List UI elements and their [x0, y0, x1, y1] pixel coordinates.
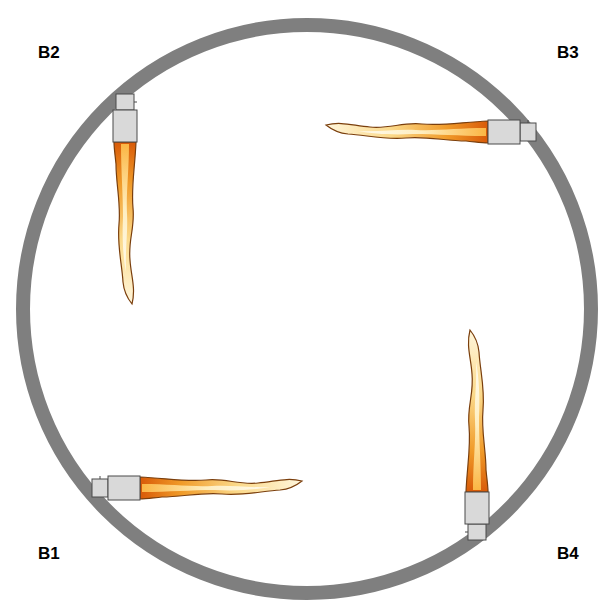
furnace-wall [23, 25, 591, 593]
burner-label: B4 [557, 545, 579, 562]
burner-b4 [465, 330, 489, 540]
burner-b2 [113, 94, 137, 304]
burner-b3 [326, 120, 536, 144]
burner-label: B1 [38, 545, 60, 562]
burner-b1 [92, 476, 302, 500]
burner-label: B2 [38, 44, 60, 61]
burner-label: B3 [557, 44, 579, 61]
